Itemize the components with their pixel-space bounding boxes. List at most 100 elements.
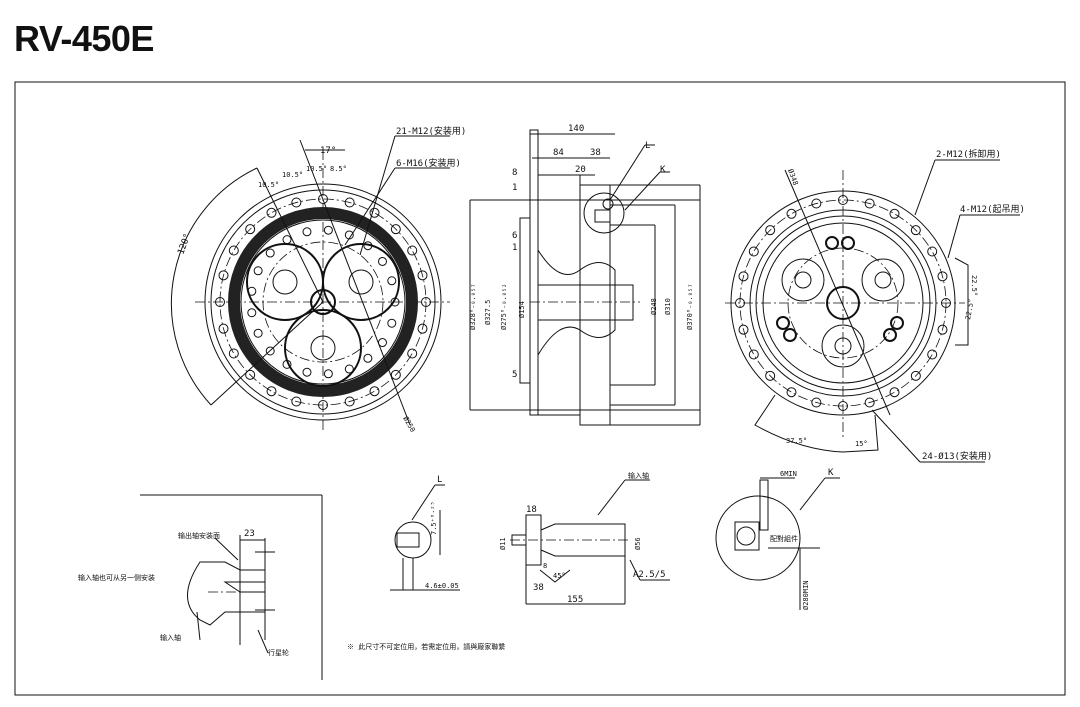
install-detail: 23 输出轴安装面 输入轴也可从另一侧安装 输入轴 行星轮 <box>78 494 323 680</box>
bolt-hole <box>889 208 900 219</box>
bolt-hole <box>291 396 302 407</box>
footnote: ※ 此尺寸不可定位用，若需定位用，請與廠家聯繫 <box>347 642 505 651</box>
dim-38-shaft: 38 <box>533 583 544 593</box>
angle-10-5-a: 10.5° <box>258 181 279 189</box>
label-24-d13: 24-Ø13(安装用) <box>922 450 992 462</box>
dim-1-a: 1 <box>512 183 517 193</box>
bolt-hole <box>247 286 257 296</box>
bolt-hole <box>318 400 328 410</box>
bolt-hole <box>266 386 277 397</box>
bolt-hole <box>282 359 292 369</box>
bolt-hole <box>390 369 401 380</box>
detail-L: L 7.5⁺⁰·²⁵ 4.6±0.05 <box>390 475 460 591</box>
label-6-m16: 6-M16(安装用) <box>396 157 461 169</box>
bolt-hole <box>864 198 875 209</box>
bolt-hole <box>344 364 354 374</box>
bolt-hole <box>407 348 418 359</box>
label-planet-gear: 行星轮 <box>268 648 289 657</box>
label-input-shaft: 输入轴 <box>160 633 181 642</box>
detail-K-callout: K <box>660 165 666 175</box>
bolt-hole <box>369 207 380 218</box>
bolt-hole <box>245 369 256 380</box>
bolt-hole <box>765 225 776 236</box>
bolt-hole <box>421 297 431 307</box>
angle-22-5-b: 22.5° <box>964 298 976 320</box>
bolt-hole <box>927 246 938 257</box>
bolt-hole <box>387 276 397 286</box>
bolt-hole <box>738 271 749 282</box>
dim-d280min: Ø280MIN <box>802 580 810 610</box>
side-view: 140 84 38 20 8 1 6 1 5 L K Ø328⁰₋₀.₀₅₇ Ø… <box>469 124 701 426</box>
bolt-hole <box>265 248 275 258</box>
dim-d56: Ø56 <box>634 537 642 550</box>
rear-view: 2-M12(拆卸用) 4-M12(起吊用) 24-Ø13(安装用) 22.5° … <box>725 148 1025 463</box>
dim-84: 84 <box>553 148 564 158</box>
angle-15: 15° <box>855 440 868 448</box>
dia-328: Ø328⁰₋₀.₀₅₇ <box>469 284 477 330</box>
bolt-hole <box>363 241 373 251</box>
bolt-hole <box>765 370 776 381</box>
dim-8: 8 <box>512 168 517 178</box>
bolt-hole <box>937 324 948 335</box>
front-view: 21-M12(安装用) 6-M16(安装用) 17° 10.5° 10.5° 1… <box>170 125 466 434</box>
angle-120: 120° <box>176 232 193 256</box>
dim-8-shaft: 8 <box>543 562 547 570</box>
bolt-hole <box>407 245 418 256</box>
label-2-m12: 2-M12(拆卸用) <box>936 148 1001 160</box>
bolt-hole <box>941 298 951 308</box>
bolt-hole <box>247 308 257 318</box>
dia-154: Ø154 <box>518 301 526 318</box>
angle-22-5-a: 22.5° <box>970 275 978 296</box>
dia-370: Ø370⁰₋₀.₀₅₇ <box>686 284 694 330</box>
bolt-hole <box>390 297 400 307</box>
bolt-hole <box>228 245 239 256</box>
angle-17: 17° <box>320 146 336 156</box>
angle-45: 45° <box>553 572 566 580</box>
label-input-shaft-2: 输入轴 <box>628 471 649 480</box>
bolt-hole <box>323 369 333 379</box>
bolt-hole <box>864 397 875 408</box>
bolt-hole <box>302 227 312 237</box>
bolt-hole <box>927 349 938 360</box>
bolt-hole <box>417 270 428 281</box>
bolt-hole <box>910 225 921 236</box>
chamfer-a2-5: A2.5/5 <box>633 570 666 580</box>
dim-4-6: 4.6±0.05 <box>425 582 459 590</box>
bolt-hole <box>266 207 277 218</box>
dia-327-5: Ø327.5 <box>484 300 492 325</box>
bolt-hole <box>889 387 900 398</box>
dim-1-b: 1 <box>512 243 517 253</box>
dim-20: 20 <box>575 165 586 175</box>
bolt-hole <box>363 353 373 363</box>
bolt-hole <box>377 256 387 266</box>
label-21-m12: 21-M12(安装用) <box>396 125 466 137</box>
label-4-m12: 4-M12(起吊用) <box>960 204 1025 215</box>
diameter-250: Ø250 <box>401 415 416 434</box>
bolt-hole <box>748 246 759 257</box>
bolt-hole <box>910 370 921 381</box>
bolt-hole <box>838 401 848 411</box>
dim-7-5: 7.5⁺⁰·²⁵ <box>430 501 438 535</box>
bolt-hole <box>748 349 759 360</box>
bolt-hole <box>344 197 355 208</box>
bolt-hole <box>228 348 239 359</box>
bolt-hole <box>811 397 822 408</box>
label-mating-part: 配對組件 <box>770 534 798 543</box>
bolt-hole <box>369 386 380 397</box>
bolt-hole <box>738 324 749 335</box>
dim-155: 155 <box>567 595 583 605</box>
label-output-mount: 输出轴安装面 <box>178 531 220 540</box>
page-title: RV-450E <box>14 18 154 59</box>
detail-K-label: K <box>828 468 834 478</box>
input-shaft-detail: 输入轴 18 Ø11 Ø56 8 45° 38 155 A2.5/5 <box>499 471 670 605</box>
dim-18: 18 <box>526 505 537 515</box>
bolt-hole <box>417 323 428 334</box>
angle-10-5-c: 10.5° <box>306 165 327 173</box>
bolt-hole <box>786 387 797 398</box>
bolt-hole <box>735 298 745 308</box>
bolt-hole <box>215 297 225 307</box>
angle-8-5: 8.5° <box>330 165 347 173</box>
bolt-hole <box>245 224 256 235</box>
bolt-hole <box>318 194 328 204</box>
